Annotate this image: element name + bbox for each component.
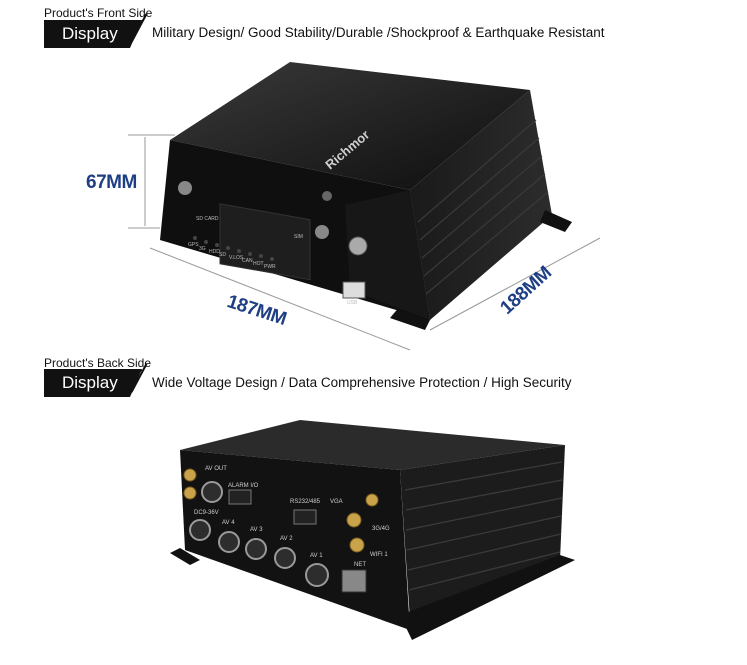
- av2-connector: [274, 547, 296, 569]
- svg-text:WIFI 1: WIFI 1: [370, 552, 388, 558]
- usb-port: [342, 281, 366, 299]
- alarm-io-terminal: [228, 489, 252, 505]
- av4-connector: [218, 531, 240, 553]
- svg-text:SIM: SIM: [294, 234, 303, 240]
- power-connector: [189, 519, 211, 541]
- front-screw: [178, 181, 192, 195]
- svg-text:AV 2: AV 2: [280, 536, 293, 542]
- svg-text:AV 1: AV 1: [310, 553, 323, 559]
- back-features-text: Wide Voltage Design / Data Comprehensive…: [152, 375, 572, 390]
- back-display-tag: Display: [44, 369, 142, 397]
- svg-text:SD CARD: SD CARD: [196, 216, 219, 222]
- svg-text:GPS: GPS: [188, 242, 199, 248]
- av-out-connector: [201, 481, 223, 503]
- svg-text:HDD: HDD: [209, 249, 220, 255]
- svg-text:PWR: PWR: [264, 264, 276, 270]
- antenna-port: [183, 486, 197, 500]
- front-screw: [322, 191, 332, 201]
- svg-text:NET: NET: [354, 562, 366, 568]
- svg-text:ALARM I/O: ALARM I/O: [228, 483, 259, 489]
- key-lock: [348, 236, 368, 256]
- svg-text:3G/4G: 3G/4G: [372, 526, 390, 532]
- antenna-port: [365, 493, 379, 507]
- svg-text:AV 4: AV 4: [222, 520, 235, 526]
- svg-text:AV OUT: AV OUT: [205, 466, 227, 472]
- av1-connector: [305, 563, 329, 587]
- rs232-terminal: [293, 509, 317, 525]
- antenna-port: [346, 512, 362, 528]
- svg-text:CAN: CAN: [242, 258, 253, 264]
- front-features-text: Military Design/ Good Stability/Durable …: [152, 25, 605, 40]
- antenna-port: [349, 537, 365, 553]
- svg-text:DC9-36V: DC9-36V: [194, 510, 219, 516]
- svg-text:SD: SD: [219, 252, 226, 258]
- svg-text:RS232/485: RS232/485: [290, 499, 321, 505]
- svg-text:VGA: VGA: [330, 499, 343, 505]
- av3-connector: [245, 538, 267, 560]
- svg-text:3G: 3G: [199, 246, 206, 252]
- front-screw: [315, 225, 329, 239]
- svg-text:AV 3: AV 3: [250, 527, 263, 533]
- back-section-label: Product's Back Side: [44, 356, 152, 370]
- antenna-port: [183, 468, 197, 482]
- front-section-label: Product's Front Side: [44, 6, 153, 20]
- svg-text:V.LOS: V.LOS: [229, 255, 244, 261]
- ethernet-port: [341, 569, 367, 593]
- height-dimension: 67MM: [86, 172, 137, 193]
- svg-text:USB: USB: [347, 300, 358, 306]
- svg-text:HOT: HOT: [253, 261, 264, 267]
